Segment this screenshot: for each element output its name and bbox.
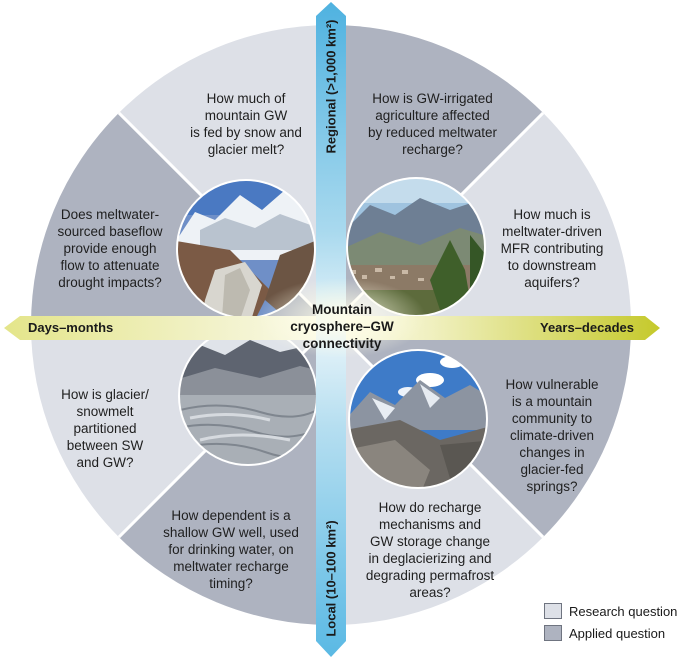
legend-label-applied: Applied question [569,625,666,641]
question-line: shallow GW well, used [163,525,299,540]
question-line: How is glacier/ [61,387,149,402]
question-line: to downstream [507,258,597,273]
question-line: Does meltwater- [60,207,160,222]
question-spring-vulnerability: How vulnerable is a mountain community t… [492,376,612,495]
question-line: for drinking water, on [168,542,294,557]
question-line: snowmelt [76,404,134,419]
question-line: How do recharge [378,500,482,515]
axis-label-bottom: Local (10–100 km²) [323,520,339,637]
question-line: meltwater-driven [502,224,602,239]
question-line: springs? [526,479,578,494]
axis-label-left: Days–months [28,320,114,335]
question-sw-gw-partition: How is glacier/ snowmelt partitioned bet… [40,386,170,471]
applied-swatch [544,625,562,641]
research-swatch [544,603,562,619]
question-line: is fed by snow and [190,125,302,140]
question-line: agriculture affected [375,108,490,123]
question-shallow-well: How dependent is a shallow GW well, used… [146,507,316,592]
center-title-line: cryosphere–GW [290,319,394,334]
question-line: areas? [409,585,451,600]
question-baseflow-drought: Does meltwater- sourced baseflow provide… [40,206,180,291]
question-line: degrading permafrost [365,568,495,583]
center-title: Mountain cryosphere–GW connectivity [262,301,422,352]
question-line: flow to attenuate [60,258,160,273]
question-line: changes in [519,445,585,460]
legend: Research question Applied question [544,600,677,644]
center-title-line: connectivity [302,336,382,351]
question-line: between SW [66,438,144,453]
question-line: aquifers? [524,275,580,290]
question-line: timing? [209,576,253,591]
question-line: by reduced meltwater [367,125,498,140]
question-line: provide enough [63,241,157,256]
question-line: How is GW-irrigated [372,91,493,106]
question-line: in deglacierizing and [368,551,492,566]
question-irrigated-agriculture: How is GW-irrigated agriculture affected… [350,90,515,158]
axis-label-right: Years–decades [540,320,634,335]
center-title-line: Mountain [312,302,372,317]
legend-item-research: Research question [544,600,677,622]
question-line: and GW? [76,455,134,470]
question-line: glacier-fed [520,462,584,477]
question-line: mountain GW [204,108,288,123]
question-line: How much is [513,207,591,222]
question-line: recharge? [402,142,463,157]
legend-label-research: Research question [569,603,678,619]
question-line: community to [511,411,593,426]
question-recharge-mechanisms: How do recharge mechanisms and GW storag… [350,499,510,601]
question-line: How vulnerable [505,377,599,392]
question-line: How much of [206,91,286,106]
question-line: climate-driven [509,428,595,443]
question-line: drought impacts? [58,275,162,290]
question-line: MFR contributing [500,241,604,256]
question-line: glacier melt? [207,142,285,157]
question-line: sourced baseflow [57,224,163,239]
question-line: meltwater recharge [173,559,289,574]
question-line: partitioned [73,421,137,436]
question-line: How dependent is a [171,508,291,523]
question-mfr-downstream: How much is meltwater-driven MFR contrib… [487,206,617,291]
legend-item-applied: Applied question [544,622,677,644]
question-line: mechanisms and [378,517,482,532]
question-line: is a mountain [511,394,593,409]
question-snow-glacier-fed-gw: How much of mountain GW is fed by snow a… [166,90,326,158]
question-line: GW storage change [369,534,491,549]
